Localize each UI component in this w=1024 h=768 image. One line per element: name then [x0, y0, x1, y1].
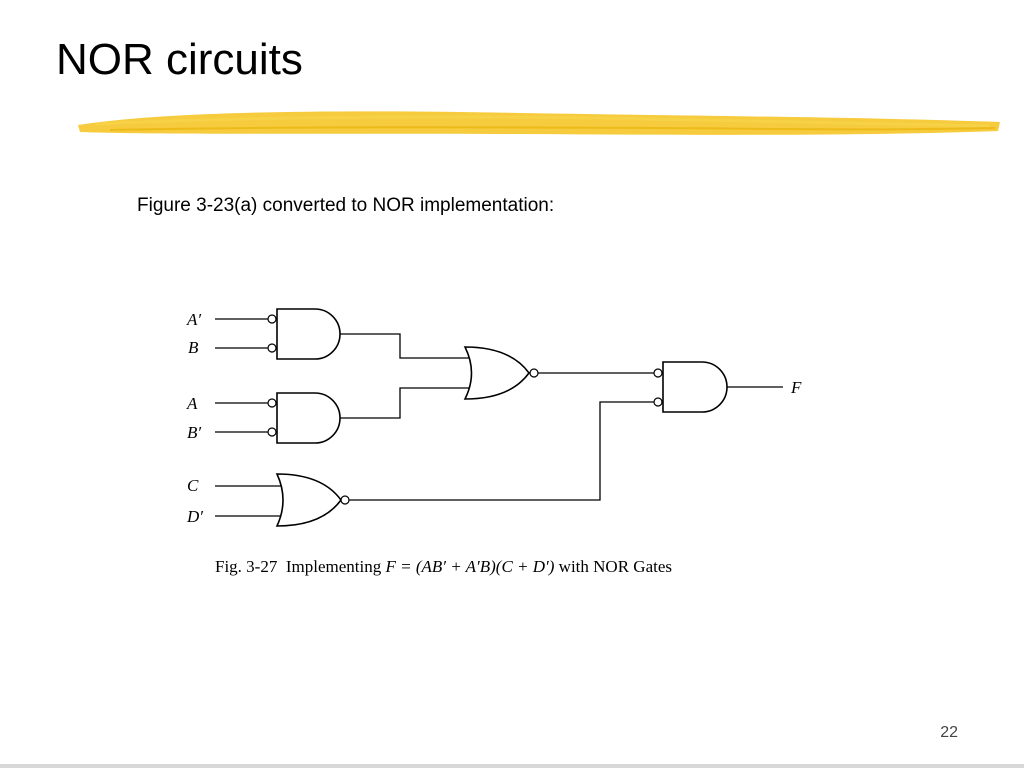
- input-label-a: A: [186, 394, 198, 413]
- input-label-c: C: [187, 476, 199, 495]
- output-label-f: F: [790, 378, 802, 397]
- slide-title: NOR circuits: [56, 35, 303, 84]
- inverted-and-gate-output: [662, 361, 728, 413]
- figure-caption: Fig. 3-27 Implementing F = (AB′ + A′B)(C…: [215, 557, 672, 576]
- inverted-and-gate-1: [276, 308, 341, 360]
- input-label-d-prime: D′: [186, 507, 203, 526]
- input-label-a-prime: A′: [186, 310, 201, 329]
- title-highlight-stroke: [78, 111, 1000, 135]
- figure-description: Figure 3-23(a) converted to NOR implemen…: [137, 195, 555, 216]
- nor-gate-center: [463, 346, 530, 400]
- input-label-b: B: [188, 338, 199, 357]
- page-number: 22: [940, 724, 958, 741]
- nor-gate-c-d: [275, 473, 342, 527]
- footer-rule: [0, 764, 1024, 768]
- inverted-and-gate-2: [276, 392, 341, 444]
- input-label-b-prime: B′: [187, 423, 201, 442]
